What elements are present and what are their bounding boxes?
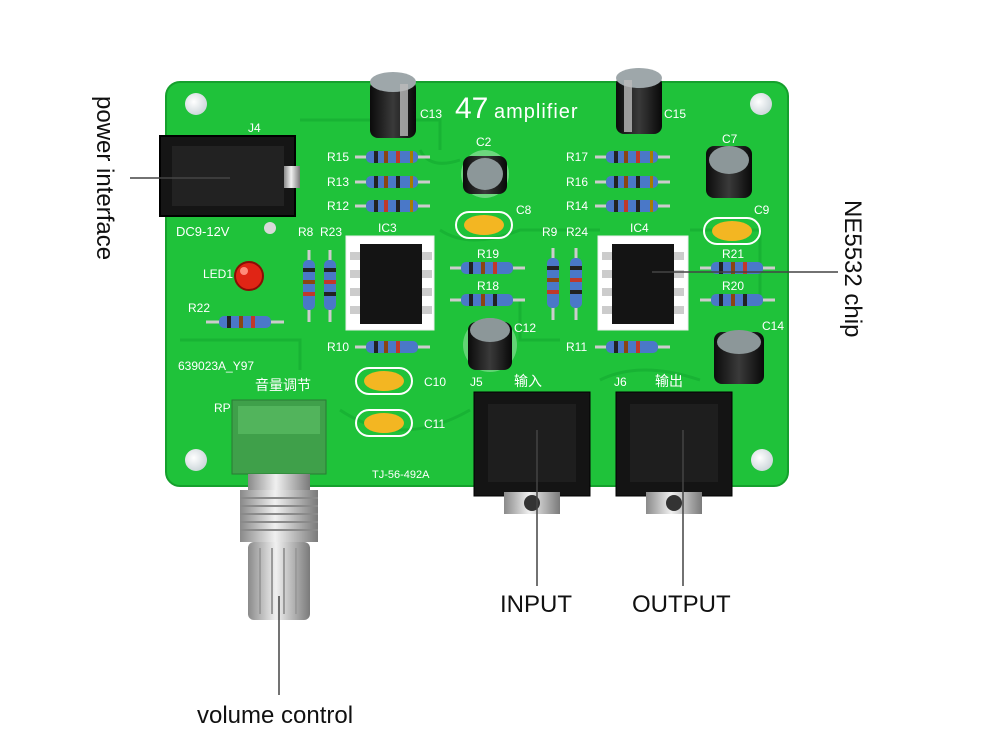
capacitor-c14 xyxy=(714,330,764,384)
resistor-r8 xyxy=(303,250,315,322)
label-r11: R11 xyxy=(566,340,587,354)
label-r12: R12 xyxy=(327,199,349,213)
label-c10: C10 xyxy=(424,375,446,389)
capacitor-c12 xyxy=(463,318,517,372)
label-model-code: 639023A_Y97 xyxy=(178,359,254,373)
label-r15: R15 xyxy=(327,150,349,164)
label-output-cn: 输出 xyxy=(655,373,683,389)
label-r13: R13 xyxy=(327,175,349,189)
board-title-text: amplifier xyxy=(494,101,579,123)
label-r14: R14 xyxy=(566,199,588,213)
resistor-r10 xyxy=(355,341,430,353)
resistor-r13 xyxy=(355,176,430,188)
resistor-r19 xyxy=(450,262,525,274)
label-r20: R20 xyxy=(722,279,744,293)
resistor-r14 xyxy=(595,200,670,212)
callout-input: INPUT xyxy=(500,591,572,618)
callout-ne5532-chip: NE5532 chip xyxy=(839,200,866,338)
label-r19: R19 xyxy=(477,247,499,261)
label-j4: J4 xyxy=(248,121,261,135)
mount-hole-bl xyxy=(185,449,207,471)
label-volume-cn: 音量调节 xyxy=(255,377,311,393)
output-jack xyxy=(615,391,733,514)
label-c2: C2 xyxy=(476,135,492,149)
resistor-r23 xyxy=(324,250,336,322)
callout-lines xyxy=(130,177,838,695)
label-pcb-code: TJ-56-492A xyxy=(372,469,430,481)
label-c8: C8 xyxy=(516,203,532,217)
label-led1: LED1 xyxy=(203,267,233,281)
label-r21: R21 xyxy=(722,247,744,261)
callout-power-interface: power interface xyxy=(91,96,118,261)
label-r18: R18 xyxy=(477,279,499,293)
resistor-r22 xyxy=(206,316,284,328)
resistor-r24 xyxy=(570,248,582,320)
board-title-number: 47 xyxy=(455,92,488,125)
volume-potentiometer xyxy=(231,399,327,620)
label-r24: R24 xyxy=(566,225,588,239)
pad xyxy=(264,222,276,234)
resistor-r18 xyxy=(450,294,525,306)
callout-volume-control: volume control xyxy=(197,702,354,729)
resistor-r12 xyxy=(355,200,430,212)
resistor-r11 xyxy=(595,341,670,353)
label-input-cn: 输入 xyxy=(514,373,542,389)
power-jack xyxy=(159,135,300,217)
ic3-chip xyxy=(345,235,435,331)
input-jack xyxy=(473,391,591,514)
label-j6: J6 xyxy=(614,375,627,389)
label-ic3: IC3 xyxy=(378,221,397,235)
ceramic-cap-c11 xyxy=(355,409,413,437)
label-c9: C9 xyxy=(754,203,770,217)
ceramic-cap-c8 xyxy=(455,211,513,239)
resistor-r20 xyxy=(700,294,775,306)
resistor-r16 xyxy=(595,176,670,188)
capacitor-c15 xyxy=(616,68,662,134)
mount-hole-tr xyxy=(750,93,772,115)
label-r8: R8 xyxy=(298,225,314,239)
label-r10: R10 xyxy=(327,340,349,354)
capacitor-c7 xyxy=(706,146,752,198)
ceramic-cap-c9 xyxy=(703,217,761,245)
label-c14: C14 xyxy=(762,319,784,333)
label-r23: R23 xyxy=(320,225,342,239)
capacitor-c13 xyxy=(370,72,416,138)
label-rp: RP xyxy=(214,401,231,415)
resistor-r9 xyxy=(547,248,559,320)
label-c13: C13 xyxy=(420,107,442,121)
mount-hole-tl xyxy=(185,93,207,115)
resistor-r21 xyxy=(700,262,775,274)
capacitor-c2 xyxy=(461,150,509,198)
label-j5: J5 xyxy=(470,375,483,389)
label-c7: C7 xyxy=(722,132,738,146)
ic4-chip xyxy=(597,235,689,331)
resistor-r15 xyxy=(355,151,430,163)
label-c15: C15 xyxy=(664,107,686,121)
label-r22: R22 xyxy=(188,301,210,315)
label-c12: C12 xyxy=(514,321,536,335)
label-dc-voltage: DC9-12V xyxy=(176,224,230,239)
ceramic-cap-c10 xyxy=(355,367,413,395)
label-r17: R17 xyxy=(566,150,588,164)
callout-output: OUTPUT xyxy=(632,591,731,618)
led-red xyxy=(234,261,264,291)
label-c11: C11 xyxy=(424,417,445,431)
resistor-r17 xyxy=(595,151,670,163)
label-r16: R16 xyxy=(566,175,588,189)
label-ic4: IC4 xyxy=(630,221,649,235)
label-r9: R9 xyxy=(542,225,558,239)
mount-hole-br xyxy=(751,449,773,471)
